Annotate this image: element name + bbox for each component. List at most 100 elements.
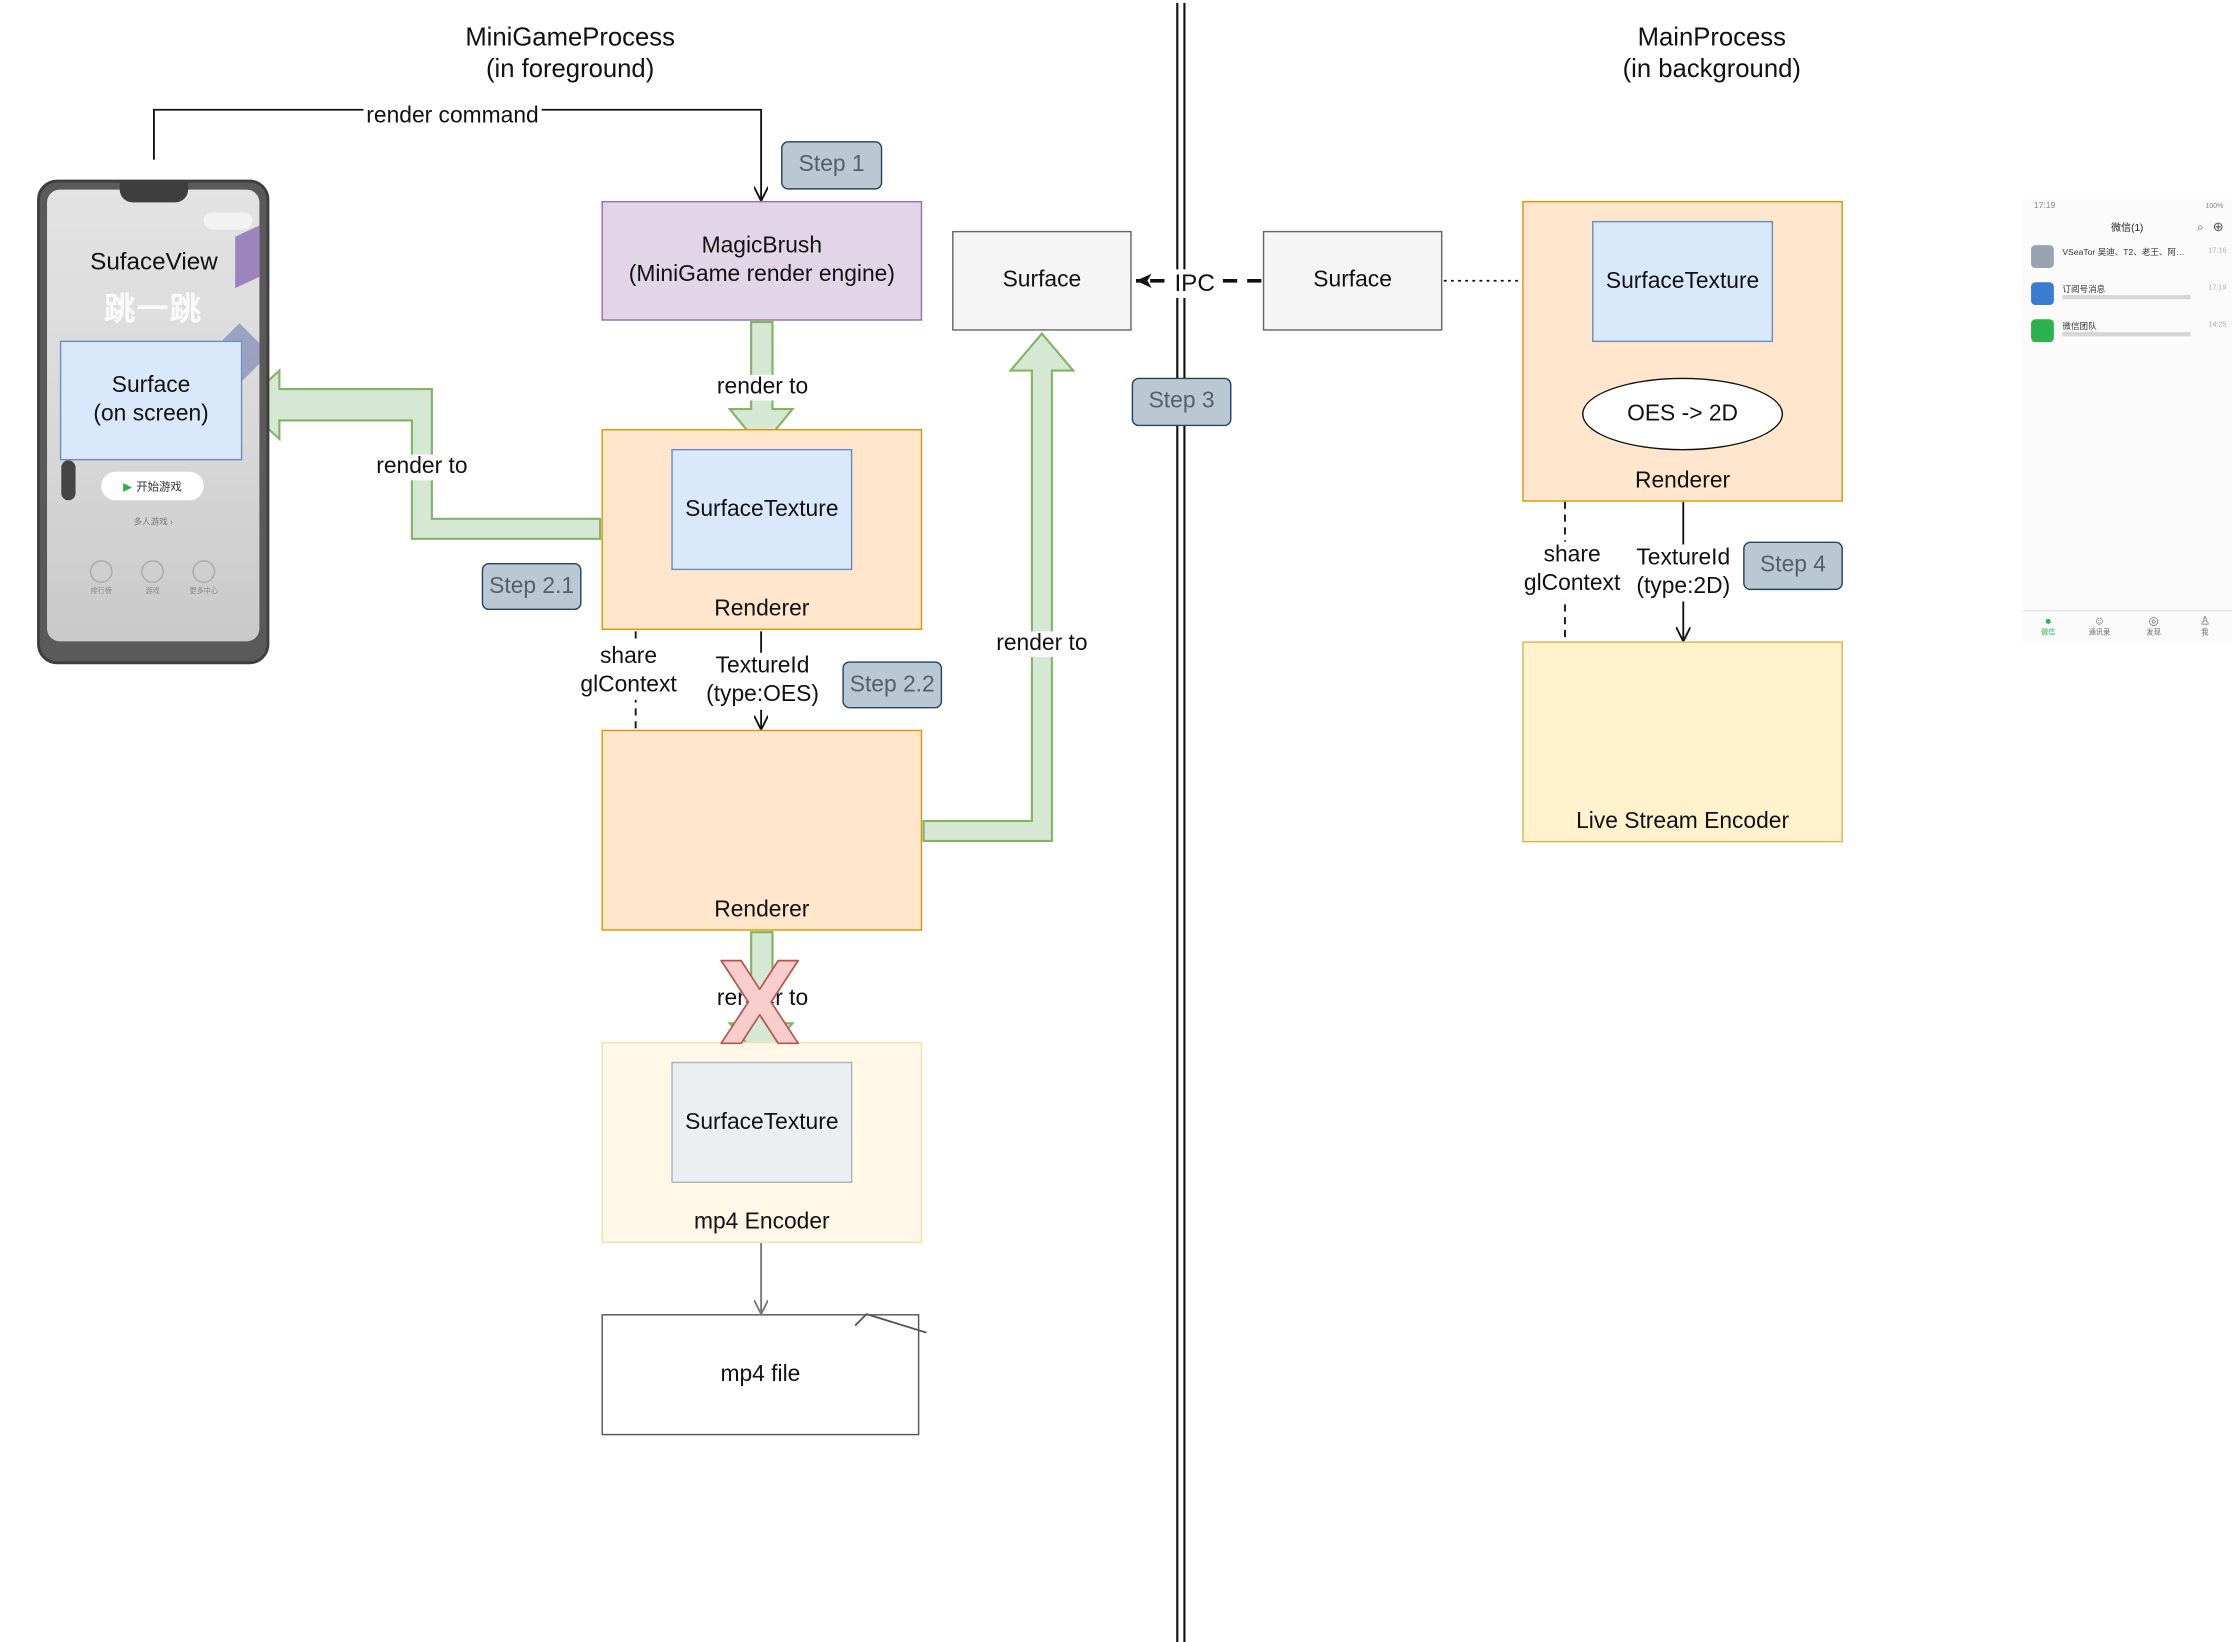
wechat-chat-preview bbox=[2062, 332, 2191, 337]
wechat-title: 微信(1) bbox=[2111, 223, 2144, 234]
wechat-tab-me-label: 我 bbox=[2201, 628, 2209, 638]
surfaceview-label: SufaceView bbox=[90, 247, 218, 275]
share-context-right-line2: glContext bbox=[1523, 571, 1621, 596]
renderer-main-label: Renderer bbox=[1635, 468, 1731, 494]
left-process-title: MiniGameProcess bbox=[465, 22, 675, 51]
phone-notch bbox=[119, 182, 189, 203]
file-fold-icon bbox=[854, 1313, 927, 1334]
renderer-node-2[interactable]: Renderer bbox=[601, 729, 923, 931]
wechat-chat-time: 17:19 bbox=[2208, 283, 2227, 293]
rank-icon[interactable] bbox=[89, 560, 113, 583]
share-context-label-left: share glContext bbox=[575, 642, 682, 700]
magicbrush-title: MagicBrush bbox=[701, 233, 823, 258]
ipc-label: IPC bbox=[1168, 269, 1221, 298]
left-process-subtitle: (in foreground) bbox=[485, 54, 655, 83]
right-process-subtitle: (in background) bbox=[1622, 54, 1801, 83]
capsule-menu bbox=[203, 212, 253, 230]
wechat-search-icon[interactable]: ⌕ bbox=[2197, 220, 2204, 234]
wechat-chat-preview bbox=[2062, 295, 2191, 300]
surfacetexture-node-mp4[interactable]: SurfaceTexture bbox=[671, 1061, 853, 1183]
bottom-item-game: 游戏 bbox=[145, 587, 160, 596]
start-game-label: 开始游戏 bbox=[136, 479, 182, 493]
wechat-chat-name: 微信团队 bbox=[2062, 323, 2097, 333]
mp4-encoder-label: mp4 Encoder bbox=[693, 1210, 830, 1235]
render-to-label-right: render to bbox=[994, 631, 1089, 658]
wechat-chat-time: 17:16 bbox=[2208, 246, 2227, 256]
wechat-tab-chats[interactable]: ● 微信 bbox=[2031, 614, 2065, 637]
step-1-badge: Step 1 bbox=[781, 141, 883, 190]
magicbrush-subtitle: (MiniGame render engine) bbox=[628, 262, 895, 287]
render-to-label-top: render to bbox=[715, 374, 810, 401]
render-to-label-left: render to bbox=[374, 454, 469, 481]
onscreen-surface-node[interactable]: Surface (on screen) bbox=[59, 340, 243, 461]
group-avatar-icon bbox=[2031, 245, 2054, 268]
blocked-cross-icon bbox=[720, 959, 800, 1045]
wechat-tab-contacts-label: 通讯录 bbox=[2088, 628, 2111, 638]
wechat-tab-discover-label: 发现 bbox=[2146, 628, 2161, 638]
wechat-team-icon bbox=[2031, 319, 2054, 343]
flow-arrow-renderer-to-surface bbox=[922, 331, 1076, 842]
texture-oes-line2: (type:OES) bbox=[706, 682, 819, 707]
step-3-badge: Step 3 bbox=[1131, 377, 1232, 427]
game-icon[interactable] bbox=[141, 560, 164, 583]
renderer-1-label: Renderer bbox=[714, 597, 810, 622]
left-process-header: MiniGameProcess (in foreground) bbox=[399, 20, 741, 86]
wechat-tab-chats-label: 微信 bbox=[2041, 628, 2056, 638]
phone-bottom-bar: 排行榜 游戏 更多中心 bbox=[47, 552, 259, 603]
wechat-tab-bar: ● 微信 ☺ 通讯录 ◎ 发现 ♙ 我 bbox=[2022, 610, 2232, 641]
wechat-tab-me[interactable]: ♙ 我 bbox=[2188, 614, 2222, 637]
surfacetexture-node-main[interactable]: SurfaceTexture bbox=[1592, 220, 1774, 343]
share-context-label-right: share glContext bbox=[1519, 541, 1625, 599]
contacts-icon: ☺ bbox=[2093, 614, 2106, 628]
texture-2d-line1: TextureId bbox=[1636, 545, 1731, 571]
texture-2d-label: TextureId (type:2D) bbox=[1629, 544, 1738, 602]
step-4-badge: Step 4 bbox=[1743, 541, 1843, 591]
wechat-chat-time: 14:25 bbox=[2208, 320, 2227, 330]
wechat-chat-name: 订阅号消息 bbox=[2062, 286, 2106, 296]
right-process-header: MainProcess (in background) bbox=[1541, 20, 1883, 86]
play-icon: ▶ bbox=[123, 479, 132, 493]
wechat-status-time: 17:19 bbox=[2033, 202, 2056, 211]
wechat-tab-contacts[interactable]: ☺ 通讯录 bbox=[2082, 614, 2116, 637]
surfacetexture-node-1[interactable]: SurfaceTexture bbox=[671, 448, 853, 571]
wechat-screenshot: 17:19 100% 微信(1) ⌕ ⊕ VSeaTor 吴迪、T2、老王、阿…… bbox=[2022, 199, 2232, 645]
magicbrush-node[interactable]: MagicBrush (MiniGame render engine) bbox=[601, 200, 923, 321]
game-piece bbox=[61, 460, 76, 501]
wechat-chat-name: VSeaTor 吴迪、T2、老王、阿… bbox=[2062, 249, 2185, 258]
onscreen-surface-title: Surface bbox=[111, 373, 191, 398]
surface-node-right[interactable]: Surface bbox=[1262, 230, 1443, 331]
wechat-add-icon[interactable]: ⊕ bbox=[2212, 219, 2224, 234]
renderer-2-label: Renderer bbox=[714, 897, 810, 923]
bottom-item-rank: 排行榜 bbox=[90, 587, 112, 596]
live-stream-encoder-label: Live Stream Encoder bbox=[1576, 809, 1790, 834]
texture-oes-line1: TextureId bbox=[715, 654, 810, 679]
oes-to-2d-node[interactable]: OES -> 2D bbox=[1582, 377, 1784, 451]
onscreen-surface-subtitle: (on screen) bbox=[93, 401, 209, 427]
texture-oes-label: TextureId (type:OES) bbox=[698, 652, 827, 710]
render-command-label: render command bbox=[363, 104, 542, 130]
texture-2d-line2: (type:2D) bbox=[1636, 574, 1731, 599]
live-stream-encoder-node[interactable]: Live Stream Encoder bbox=[1522, 641, 1843, 843]
step-2-2-badge: Step 2.2 bbox=[842, 661, 943, 709]
share-context-left-line1: share bbox=[600, 644, 658, 669]
mp4-file-node[interactable]: mp4 file bbox=[601, 1314, 920, 1436]
multiplayer-link[interactable]: 多人游戏 › bbox=[133, 518, 173, 527]
wechat-chat-row[interactable]: 微信团队 14:25 bbox=[2028, 316, 2226, 347]
share-context-left-line2: glContext bbox=[580, 672, 677, 697]
start-game-button[interactable]: ▶ 开始游戏 bbox=[101, 471, 204, 501]
wechat-chat-row[interactable]: VSeaTor 吴迪、T2、老王、阿… 17:16 bbox=[2028, 242, 2226, 273]
subscription-icon bbox=[2031, 282, 2054, 306]
share-context-right-line1: share bbox=[1543, 543, 1601, 568]
right-process-title: MainProcess bbox=[1637, 22, 1786, 51]
profile-icon: ♙ bbox=[2199, 614, 2211, 628]
wechat-tab-discover[interactable]: ◎ 发现 bbox=[2137, 614, 2171, 637]
wechat-status-battery: 100% bbox=[2205, 202, 2224, 211]
step-2-1-badge: Step 2.1 bbox=[481, 562, 582, 611]
more-icon[interactable] bbox=[192, 560, 216, 583]
game-title: 跳一跳 bbox=[104, 290, 203, 327]
surface-node-left[interactable]: Surface bbox=[952, 230, 1132, 331]
compass-icon: ◎ bbox=[2148, 614, 2159, 628]
bottom-item-more: 更多中心 bbox=[189, 587, 219, 596]
wechat-chat-row[interactable]: 订阅号消息 17:19 bbox=[2028, 279, 2226, 310]
